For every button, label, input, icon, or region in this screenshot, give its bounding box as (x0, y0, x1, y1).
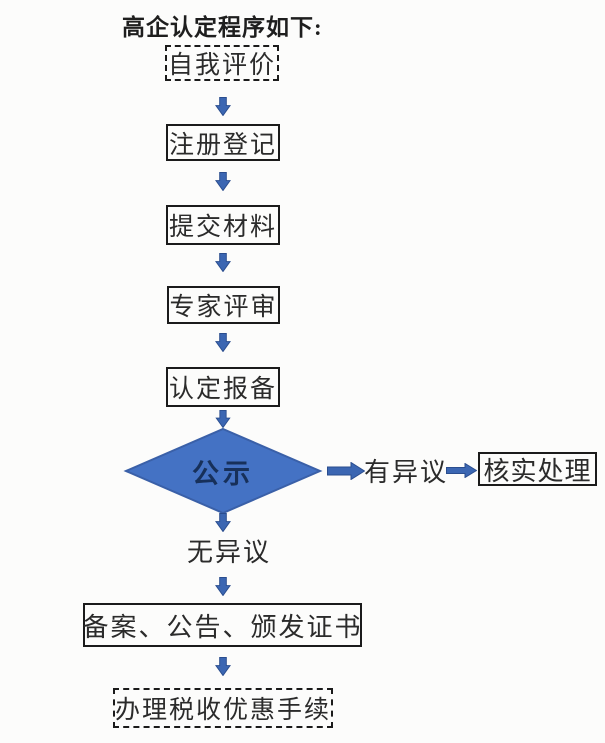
decision-label: 公示 (192, 458, 254, 489)
decision-diamond-public-notice: 公示 (123, 427, 323, 515)
step-label: 提交材料 (168, 214, 277, 241)
flowchart-title: 高企认定程序如下: (122, 15, 323, 40)
step-label: 核实处理 (483, 456, 592, 486)
step-label: 认定报备 (168, 376, 277, 403)
arrow-right-icon (446, 462, 478, 479)
step-box-expert-review: 专家评审 (167, 286, 280, 324)
arrow-down-icon (214, 97, 232, 117)
step-label: 备案、公告、颁发证书 (82, 612, 363, 642)
arrow-down-icon (214, 513, 232, 533)
step-box-tax-preference-procedure: 办理税收优惠手续 (113, 688, 333, 728)
arrow-down-icon (214, 253, 232, 273)
step-label: 专家评审 (169, 294, 278, 321)
branch-condition-label: 有异议 (364, 457, 449, 487)
step-box-recognition-filing: 认定报备 (166, 367, 280, 407)
step-label: 自我评价 (167, 52, 276, 79)
arrow-down-icon (214, 657, 232, 677)
arrow-down-icon (214, 172, 232, 192)
arrow-down-icon (215, 410, 231, 429)
arrow-right-icon (327, 461, 366, 481)
step-label: 注册登记 (168, 131, 277, 159)
step-box-submit-materials: 提交材料 (166, 205, 280, 245)
step-box-verify-handle: 核实处理 (478, 452, 597, 486)
step-box-self-evaluation: 自我评价 (165, 45, 279, 81)
step-label: 办理税收优惠手续 (115, 697, 332, 724)
no-objection-label: 无异议 (186, 537, 271, 567)
arrow-down-icon (214, 333, 232, 353)
step-box-registration: 注册登记 (166, 124, 280, 161)
arrow-down-icon (214, 577, 232, 597)
step-box-filing-announcement-certificate: 备案、公告、颁发证书 (83, 603, 362, 647)
